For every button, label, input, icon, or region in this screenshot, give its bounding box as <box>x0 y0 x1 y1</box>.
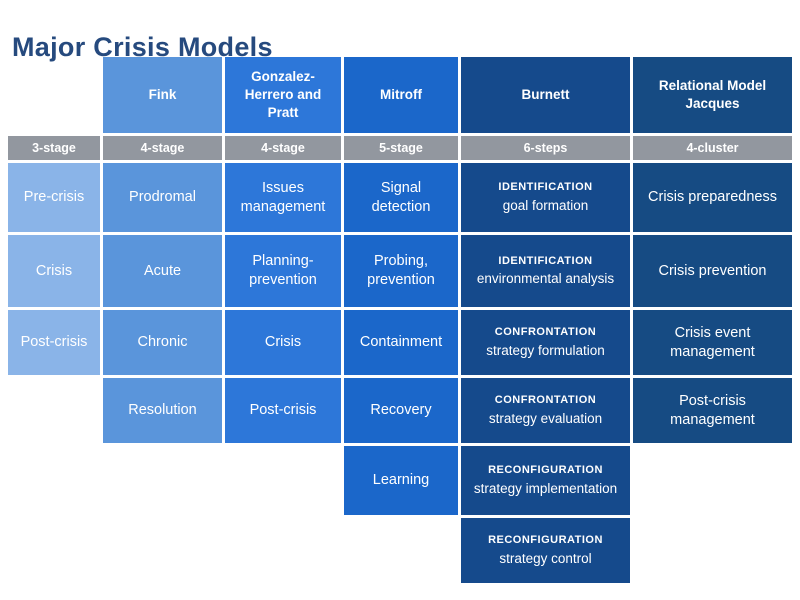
cell-burnett-reconfiguration-strategy-implementation: RECONFIGURATION strategy implementation <box>461 446 630 515</box>
cell-burnett-identification-environmental-analysis: IDENTIFICATION environmental analysis <box>461 235 630 307</box>
stage-cell-gonzalez-4-stage: 4-stage <box>225 136 341 160</box>
burnett-phase-label: CONFRONTATION <box>494 326 597 339</box>
burnett-step-label: strategy implementation <box>473 480 618 496</box>
burnett-phase-label: RECONFIGURATION <box>488 464 603 477</box>
header-cell-relational-model-jacques: Relational Model Jacques <box>633 57 792 133</box>
header-cell-gonzalez-herrero-pratt: Gonzalez-Herrero and Pratt <box>225 57 341 133</box>
cell-gonzalez-issues-management: Issues management <box>225 163 341 232</box>
cell-stages-crisis: Crisis <box>8 235 100 307</box>
burnett-step-label: goal formation <box>502 197 589 213</box>
burnett-step-label: strategy formulation <box>486 342 605 358</box>
cell-mitroff-recovery: Recovery <box>344 378 458 443</box>
header-cell-fink: Fink <box>103 57 222 133</box>
burnett-step-label: strategy evaluation <box>488 410 603 426</box>
burnett-phase-label: RECONFIGURATION <box>488 534 603 547</box>
cell-fink-resolution: Resolution <box>103 378 222 443</box>
header-cell-mitroff: Mitroff <box>344 57 458 133</box>
cell-gonzalez-post-crisis: Post-crisis <box>225 378 341 443</box>
stage-cell-fink-4-stage: 4-stage <box>103 136 222 160</box>
cell-stages-post-crisis: Post-crisis <box>8 310 100 375</box>
cell-gonzalez-crisis: Crisis <box>225 310 341 375</box>
cell-mitroff-probing-prevention: Probing, prevention <box>344 235 458 307</box>
cell-burnett-confrontation-strategy-evaluation: CONFRONTATION strategy evaluation <box>461 378 630 443</box>
cell-jacques-crisis-preparedness: Crisis preparedness <box>633 163 792 232</box>
cell-burnett-identification-goal-formation: IDENTIFICATION goal formation <box>461 163 630 232</box>
stage-cell-burnett-6-steps: 6-steps <box>461 136 630 160</box>
cell-mitroff-containment: Containment <box>344 310 458 375</box>
burnett-step-label: strategy control <box>499 550 592 566</box>
cell-fink-acute: Acute <box>103 235 222 307</box>
cell-burnett-reconfiguration-strategy-control: RECONFIGURATION strategy control <box>461 518 630 583</box>
stage-cell-3-stage: 3-stage <box>8 136 100 160</box>
stage-cell-mitroff-5-stage: 5-stage <box>344 136 458 160</box>
cell-mitroff-signal-detection: Signal detection <box>344 163 458 232</box>
cell-fink-chronic: Chronic <box>103 310 222 375</box>
burnett-phase-label: IDENTIFICATION <box>498 181 593 194</box>
cell-fink-prodromal: Prodromal <box>103 163 222 232</box>
header-cell-burnett: Burnett <box>461 57 630 133</box>
burnett-phase-label: CONFRONTATION <box>494 394 597 407</box>
cell-burnett-confrontation-strategy-formulation: CONFRONTATION strategy formulation <box>461 310 630 375</box>
stage-cell-jacques-4-cluster: 4-cluster <box>633 136 792 160</box>
burnett-step-label: environmental analysis <box>476 271 615 287</box>
cell-jacques-post-crisis-management: Post-crisis management <box>633 378 792 443</box>
cell-jacques-crisis-event-management: Crisis event management <box>633 310 792 375</box>
cell-stages-pre-crisis: Pre-crisis <box>8 163 100 232</box>
cell-gonzalez-planning-prevention: Planning-prevention <box>225 235 341 307</box>
cell-mitroff-learning: Learning <box>344 446 458 515</box>
cell-jacques-crisis-prevention: Crisis prevention <box>633 235 792 307</box>
burnett-phase-label: IDENTIFICATION <box>498 254 593 267</box>
crisis-models-table: Fink Gonzalez-Herrero and Pratt Mitroff … <box>8 57 792 583</box>
